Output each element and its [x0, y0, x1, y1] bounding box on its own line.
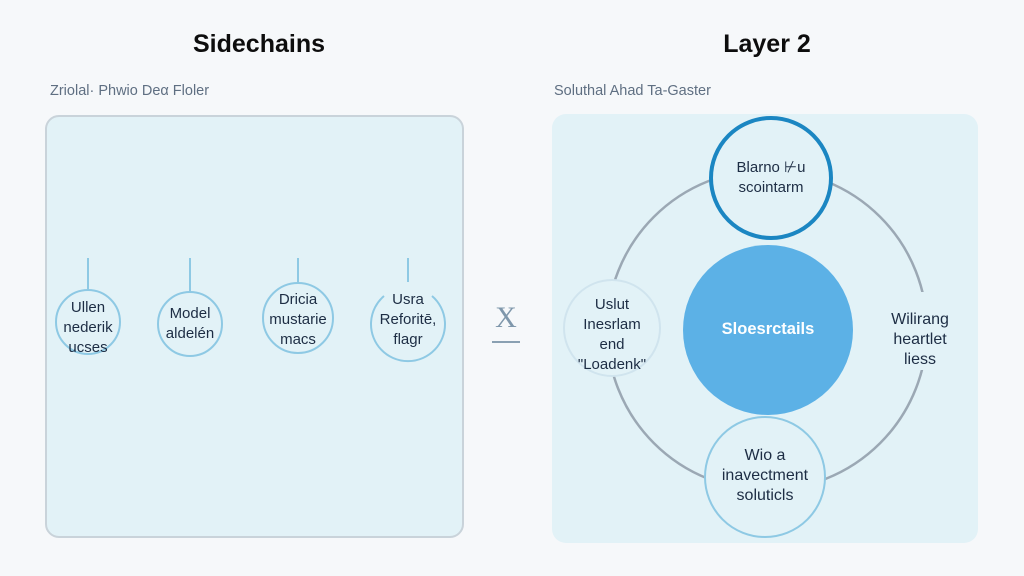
- orbit-node-top-label: Blarno ⊬u scointarm: [736, 159, 806, 196]
- versus-underline: [492, 341, 520, 343]
- sidechain-node-4-label: Usra Reforitē, flagr: [379, 291, 437, 348]
- orbit-node-left-label: Uslut Inesrlam end "Loadenk": [577, 296, 647, 373]
- sidechains-subtitle: Zriolal· Phwio Deα Floler: [50, 83, 210, 99]
- versus-symbol: X: [495, 301, 517, 334]
- layer2-title: Layer 2: [723, 30, 811, 58]
- sidechain-node-1-label: Ullen nederik ucses: [63, 299, 113, 356]
- sidechain-node-3-label: Dricia mustarie macs: [269, 291, 327, 348]
- center-node-label: Sloesrctails: [721, 320, 815, 338]
- sidechains-title: Sidechains: [193, 30, 325, 58]
- orbit-node-bottom-label: Wio a inavectment soluticls: [721, 447, 809, 504]
- layer2-subtitle: Soluthal Ahad Ta-Gaster: [554, 83, 711, 99]
- orbit-node-right-label: Wilirang heartlet liess: [891, 311, 949, 368]
- sidechain-node-2-label: Model aldelén: [165, 305, 215, 342]
